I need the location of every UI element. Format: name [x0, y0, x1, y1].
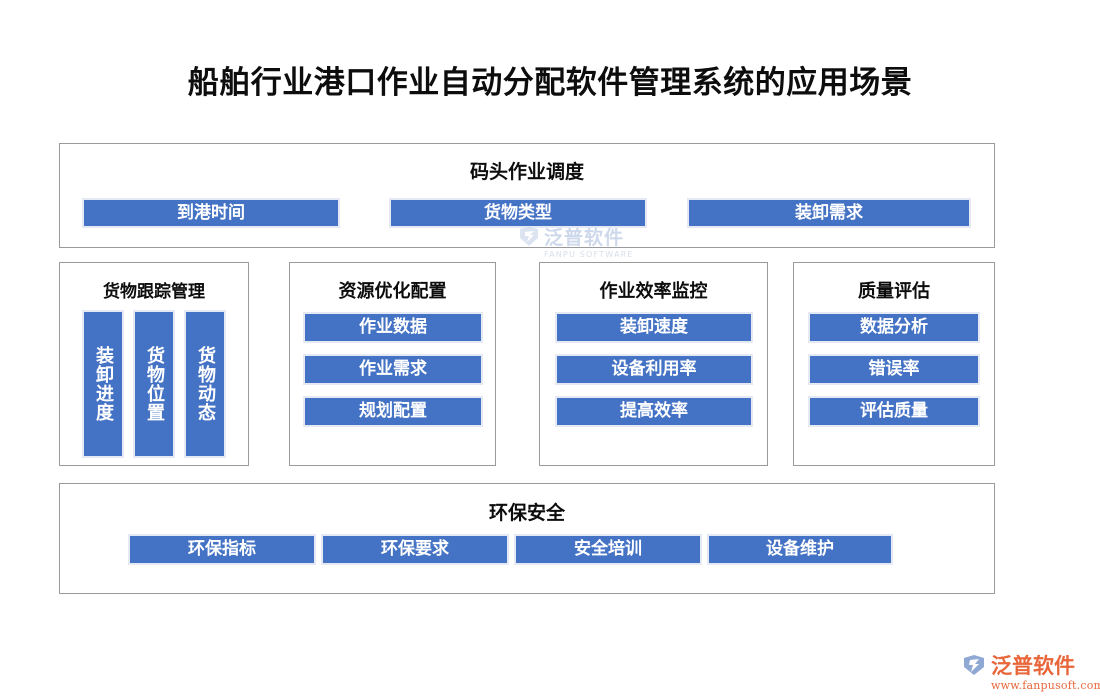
section-heading-environment-safety: 环保安全 — [488, 502, 565, 524]
chip-cargo-status[interactable]: 货物动态 — [184, 310, 226, 458]
chip-data-analysis[interactable]: 数据分析 — [808, 312, 980, 343]
watermark-subtitle: FANPU SOFTWARE — [544, 250, 634, 259]
card-title-cargo-tracking: 货物跟踪管理 — [103, 282, 205, 302]
chip-cargo-type[interactable]: 货物类型 — [389, 198, 647, 228]
brand-logo-name: 泛普软件 — [991, 654, 1075, 678]
brand-logo: 泛普软件 www.fanpusoft.com — [962, 652, 1100, 694]
brand-logo-url: www.fanpusoft.com — [991, 679, 1100, 692]
card-efficiency-monitoring: 作业效率监控 装卸速度 设备利用率 提高效率 — [539, 262, 768, 466]
chip-cargo-location[interactable]: 货物位置 — [133, 310, 175, 458]
chip-error-rate[interactable]: 错误率 — [808, 354, 980, 385]
chip-safety-training[interactable]: 安全培训 — [514, 534, 702, 565]
page-title: 船舶行业港口作业自动分配软件管理系统的应用场景 — [187, 65, 913, 101]
chip-arrival-time[interactable]: 到港时间 — [82, 198, 340, 228]
section-environment-safety: 环保安全 环保指标 环保要求 安全培训 设备维护 — [59, 483, 995, 594]
chip-loading-demand[interactable]: 装卸需求 — [687, 198, 971, 228]
card-title-efficiency-monitoring: 作业效率监控 — [599, 281, 708, 302]
chip-equipment-maintenance[interactable]: 设备维护 — [707, 534, 893, 565]
chip-assess-quality[interactable]: 评估质量 — [808, 396, 980, 427]
chip-loading-speed[interactable]: 装卸速度 — [555, 312, 753, 343]
card-resource-optimization: 资源优化配置 作业数据 作业需求 规划配置 — [289, 262, 496, 466]
card-cargo-tracking: 货物跟踪管理 装卸进度 货物位置 货物动态 — [59, 262, 249, 466]
section-heading-terminal-scheduling: 码头作业调度 — [469, 161, 584, 183]
chip-planning-config[interactable]: 规划配置 — [303, 396, 483, 427]
chip-operation-demand[interactable]: 作业需求 — [303, 354, 483, 385]
chip-environmental-indicator[interactable]: 环保指标 — [128, 534, 316, 565]
chip-equipment-utilization[interactable]: 设备利用率 — [555, 354, 753, 385]
fanpu-shield-icon — [962, 653, 986, 677]
chip-environmental-requirement[interactable]: 环保要求 — [321, 534, 509, 565]
card-quality-assessment: 质量评估 数据分析 错误率 评估质量 — [793, 262, 995, 466]
section-terminal-scheduling: 码头作业调度 到港时间 货物类型 装卸需求 — [59, 143, 995, 248]
card-title-quality-assessment: 质量评估 — [858, 281, 930, 302]
chip-improve-efficiency[interactable]: 提高效率 — [555, 396, 753, 427]
chip-operation-data[interactable]: 作业数据 — [303, 312, 483, 343]
chip-loading-progress[interactable]: 装卸进度 — [82, 310, 124, 458]
card-title-resource-optimization: 资源优化配置 — [338, 281, 447, 302]
